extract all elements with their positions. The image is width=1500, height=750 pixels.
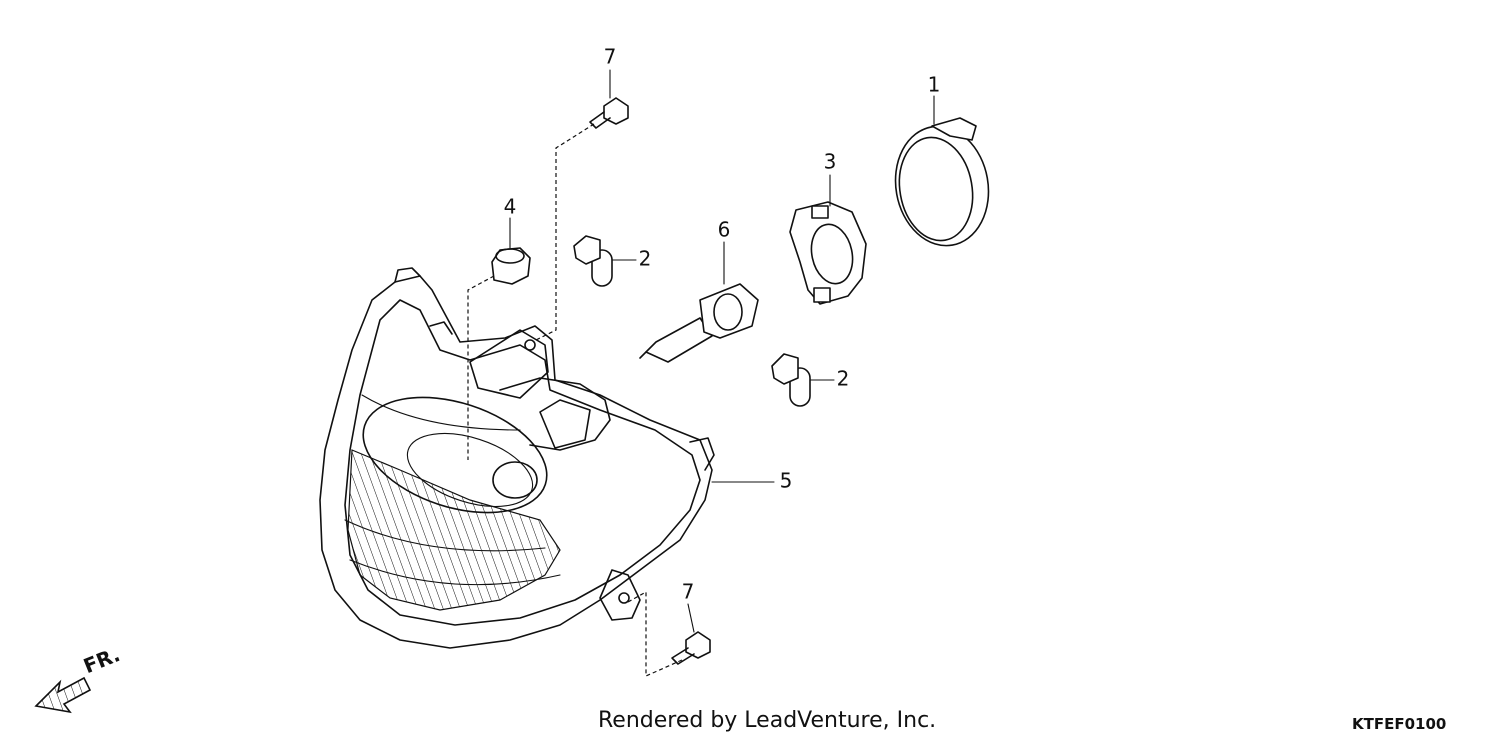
callout-7-lower: 7 bbox=[682, 580, 695, 604]
assembly-guide-lines bbox=[467, 123, 683, 677]
headlight-unit bbox=[319, 267, 715, 649]
diagram-code: KTFEF0100 bbox=[1352, 715, 1447, 733]
clip-nut-upper bbox=[573, 235, 613, 287]
callout-6: 6 bbox=[718, 218, 731, 242]
callout-1: 1 bbox=[928, 73, 941, 97]
callout-2-lower: 2 bbox=[837, 367, 850, 391]
callout-4: 4 bbox=[504, 195, 517, 219]
footer-credit: Rendered by LeadVenture, Inc. bbox=[598, 708, 937, 733]
dust-cover bbox=[894, 117, 990, 247]
bulb-retainer bbox=[789, 201, 867, 305]
headlight-bulb bbox=[639, 283, 759, 363]
callout-2-upper: 2 bbox=[639, 247, 652, 271]
callout-5: 5 bbox=[780, 469, 793, 493]
grommet bbox=[491, 247, 531, 285]
callout-leaders bbox=[509, 69, 935, 633]
front-direction-arrow bbox=[34, 676, 92, 714]
callout-3: 3 bbox=[824, 150, 837, 174]
screw-upper bbox=[589, 97, 629, 129]
clip-nut-lower bbox=[771, 353, 811, 407]
screw-lower bbox=[671, 631, 711, 665]
callout-7-upper: 7 bbox=[604, 45, 617, 69]
callout-labels: 1 2 2 3 4 5 6 7 7 bbox=[504, 45, 941, 604]
